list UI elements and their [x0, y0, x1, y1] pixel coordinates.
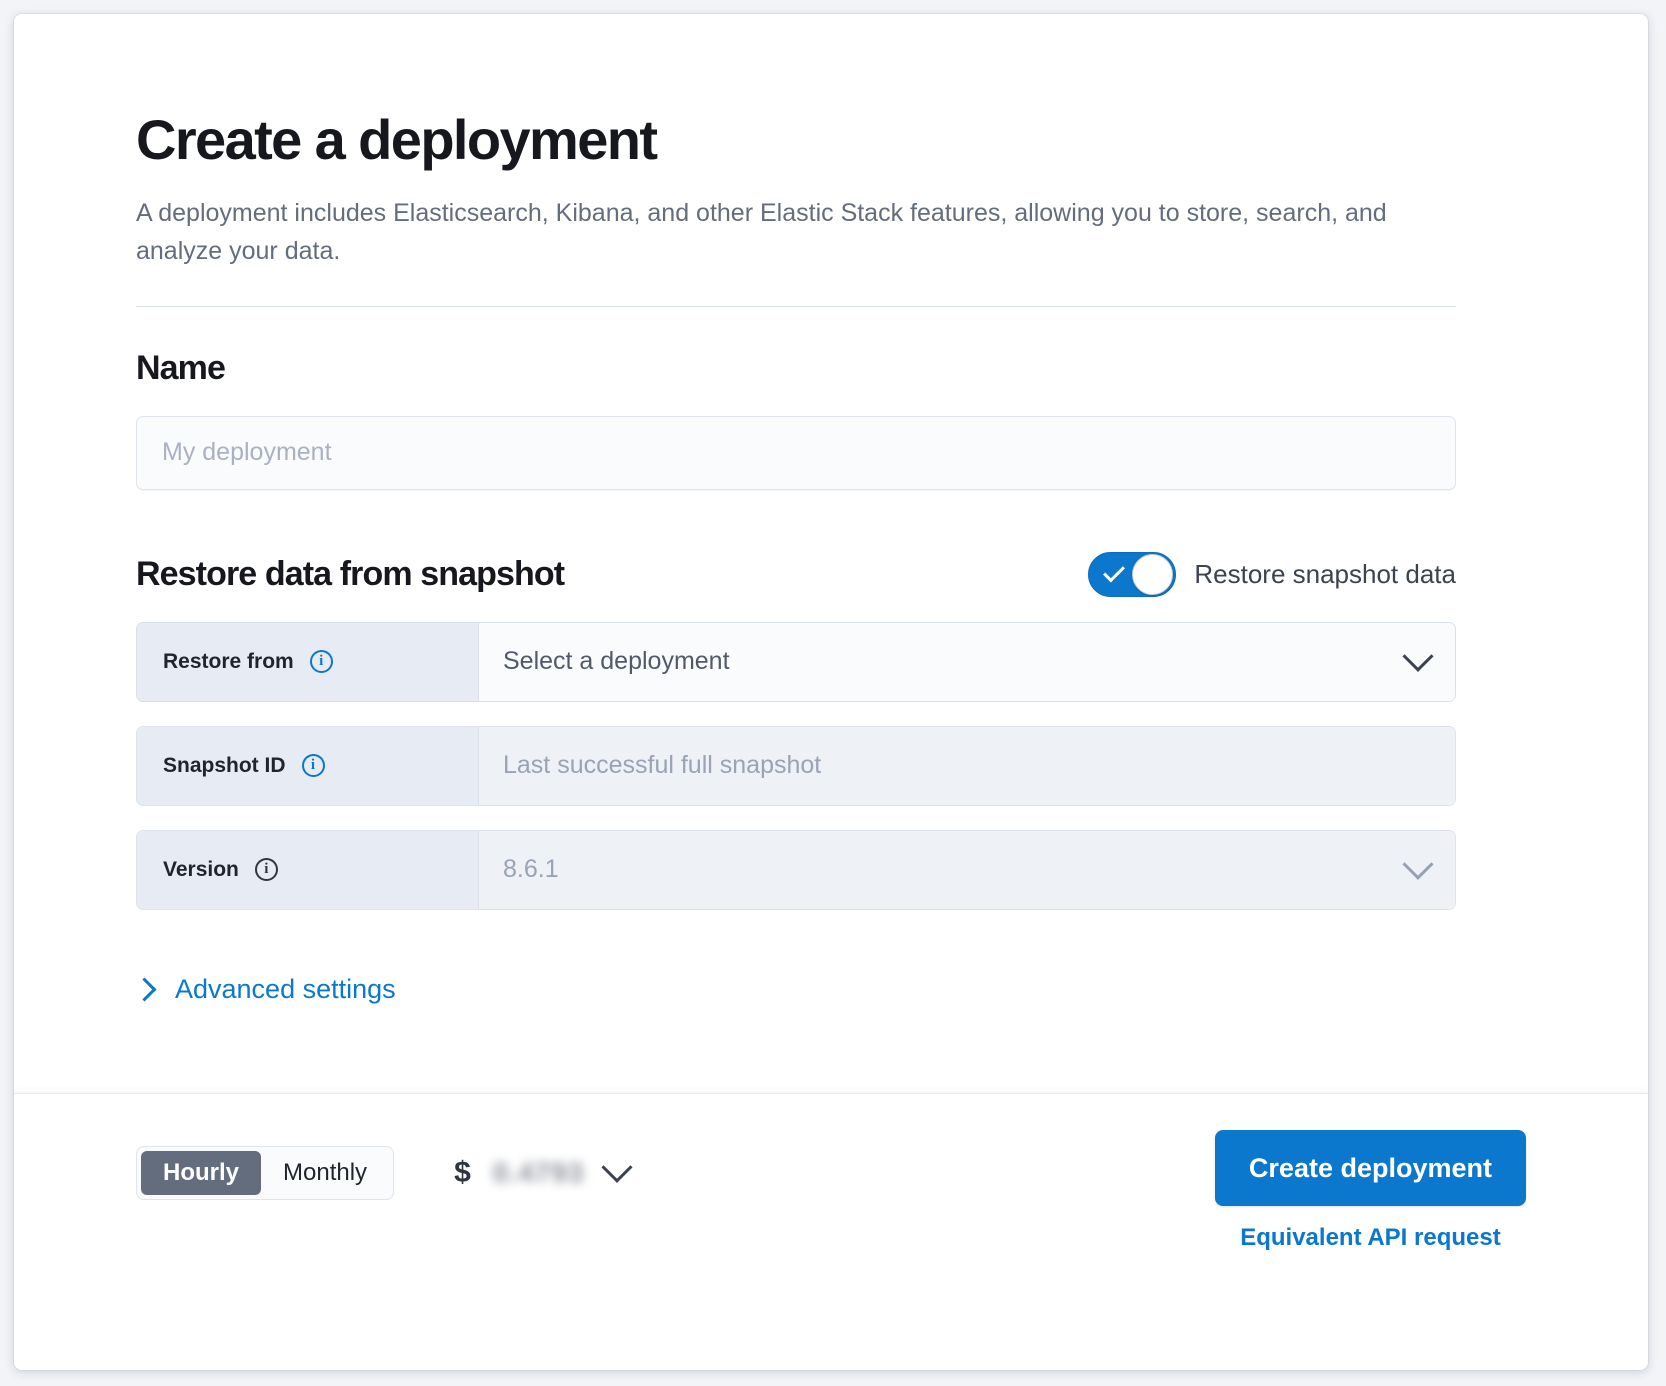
- billing-option-hourly[interactable]: Hourly: [141, 1151, 262, 1195]
- deployment-name-input[interactable]: My deployment: [136, 415, 1456, 490]
- chevron-down-icon[interactable]: [1402, 640, 1434, 672]
- info-icon[interactable]: i: [301, 754, 325, 778]
- restore-from-value: Select a deployment: [503, 647, 730, 676]
- chevron-down-icon[interactable]: [601, 1151, 633, 1183]
- chevron-down-icon[interactable]: [1402, 848, 1434, 880]
- billing-period-segmented-control[interactable]: Hourly Monthly: [136, 1146, 395, 1200]
- currency-symbol: $: [454, 1156, 471, 1189]
- restore-from-row[interactable]: Restore from i Select a deployment: [136, 621, 1456, 702]
- advanced-settings-toggle[interactable]: Advanced settings: [132, 973, 396, 1005]
- form-body: Create a deployment A deployment include…: [14, 14, 1648, 1093]
- price-display[interactable]: $ 0.4793: [454, 1151, 633, 1190]
- snapshot-id-value: Last successful full snapshot: [503, 751, 822, 780]
- snapshot-id-label-cell: Snapshot ID i: [137, 726, 479, 805]
- snapshot-id-label: Snapshot ID: [163, 753, 286, 777]
- snapshot-id-row[interactable]: Snapshot ID i Last successful full snaps…: [136, 725, 1456, 806]
- restore-from-label: Restore from: [163, 649, 294, 673]
- version-row[interactable]: Version i 8.6.1: [136, 829, 1456, 910]
- price-amount: 0.4793: [492, 1157, 585, 1188]
- create-deployment-button[interactable]: Create deployment: [1214, 1130, 1526, 1206]
- name-section-heading: Name: [136, 348, 226, 387]
- chevron-right-icon: [132, 977, 157, 1002]
- restore-snapshot-toggle-group[interactable]: Restore snapshot data: [1088, 552, 1456, 598]
- footer-right-group: Create deployment Equivalent API request: [1214, 1130, 1526, 1252]
- advanced-settings-label: Advanced settings: [175, 973, 396, 1004]
- restore-snapshot-toggle-label: Restore snapshot data: [1194, 559, 1456, 590]
- version-value: 8.6.1: [503, 855, 559, 884]
- version-label-cell: Version i: [137, 830, 479, 909]
- divider: [136, 305, 1456, 307]
- billing-option-monthly[interactable]: Monthly: [283, 1159, 368, 1186]
- footer-left-group: Hourly Monthly $ 0.4793: [136, 1146, 633, 1200]
- version-label: Version: [163, 857, 239, 881]
- restore-section-header: Restore data from snapshot Restore snaps…: [136, 552, 1456, 598]
- deployment-name-placeholder: My deployment: [162, 438, 332, 467]
- restore-from-select[interactable]: Select a deployment: [479, 622, 1455, 701]
- create-deployment-window: Create a deployment A deployment include…: [14, 14, 1648, 1370]
- toggle-knob: [1132, 554, 1174, 596]
- page-title: Create a deployment: [136, 108, 658, 171]
- restore-from-label-cell: Restore from i: [137, 622, 479, 701]
- footer-bar: Hourly Monthly $ 0.4793 Create deploymen…: [14, 1093, 1648, 1370]
- version-select[interactable]: 8.6.1: [479, 830, 1455, 909]
- snapshot-id-input[interactable]: Last successful full snapshot: [479, 726, 1455, 805]
- restore-section-heading: Restore data from snapshot: [136, 555, 565, 594]
- form-content: Create a deployment A deployment include…: [132, 108, 1456, 1005]
- page-subtitle: A deployment includes Elasticsearch, Kib…: [136, 198, 1387, 265]
- info-icon[interactable]: i: [309, 650, 333, 674]
- check-icon: [1103, 560, 1126, 583]
- restore-snapshot-toggle[interactable]: [1088, 552, 1177, 598]
- info-icon[interactable]: i: [254, 858, 278, 882]
- equivalent-api-request-link[interactable]: Equivalent API request: [1240, 1224, 1501, 1251]
